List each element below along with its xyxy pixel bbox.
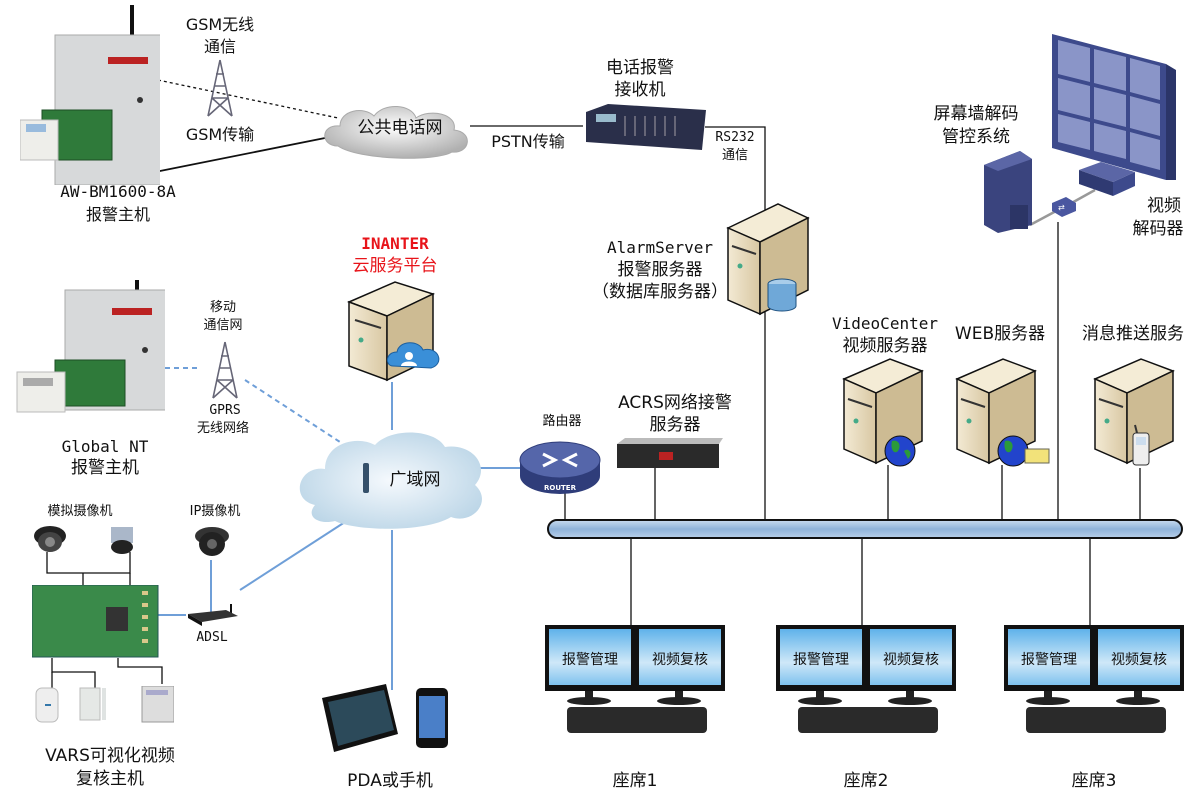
- gsm-title-line2: 通信: [203, 37, 236, 56]
- workstation-monitors-keyboard-icon: [545, 625, 725, 733]
- cloud-platform-line1: INANTER: [361, 234, 429, 253]
- alarm-host-1-label: 报警主机: [85, 205, 150, 224]
- router-device-text: ROUTER: [544, 484, 577, 492]
- analog-cameras-label: 模拟摄像机: [47, 504, 113, 519]
- wan-cloud-icon: [299, 432, 482, 529]
- gprs-title-line1: 移动: [209, 300, 236, 315]
- router-label: 路由器: [542, 414, 582, 429]
- screen-video-verify: 视频复核: [1111, 652, 1167, 668]
- vars-line1: VARS可视化视频: [45, 746, 175, 766]
- gsm-title-line1: GSM无线: [185, 15, 255, 34]
- acrs-rack-server-icon: [617, 438, 723, 468]
- alarm-server-line2: 报警服务器: [617, 260, 703, 280]
- video-decoder-icon: [1079, 162, 1135, 196]
- gsm-link-label: GSM传输: [185, 125, 255, 144]
- network-bus: [547, 519, 1183, 539]
- alarm-host-2: [15, 280, 178, 430]
- gprs-tower-icon: [212, 341, 238, 399]
- alarm-panel-icon: [19, 5, 181, 186]
- alarm-panel-icon: [16, 280, 178, 413]
- gprs-link-line2: 无线网络: [196, 421, 249, 436]
- wan-to-adsl: [239, 521, 346, 591]
- screen-video-verify: 视频复核: [883, 652, 939, 668]
- pstn-cloud-label: 公共电话网: [357, 118, 443, 138]
- analog-cam-links: [46, 552, 131, 574]
- sensor-devices-icon: [35, 686, 174, 723]
- gprs-link-2: [244, 379, 341, 443]
- screen-video-verify: 视频复核: [652, 652, 708, 668]
- phone-receiver-line1: 电话报警: [606, 58, 674, 78]
- screen-alarm-mgmt: 报警管理: [1021, 652, 1077, 668]
- gsm-solid-link: [154, 136, 331, 173]
- alarm-server-line3: （数据库服务器）: [592, 282, 728, 302]
- phone-receiver-line2: 接收机: [614, 80, 666, 100]
- videocenter-line2: 视频服务器: [842, 336, 928, 356]
- gsm-tower-icon: [207, 59, 233, 117]
- wall-mgmt-pc-icon: [984, 151, 1032, 233]
- ip-camera-icon: [195, 527, 229, 556]
- web-server-label: WEB服务器: [954, 324, 1046, 344]
- gprs-link-line1: GPRS: [209, 403, 241, 418]
- alarm-host-2-model: Global NT: [61, 437, 149, 456]
- ip-camera-label: IP摄像机: [189, 504, 241, 519]
- workstation-1[interactable]: 报警管理 视频复核: [545, 625, 725, 735]
- svg-text:⇄: ⇄: [1058, 203, 1065, 212]
- workstation-3-label: 座席3: [1071, 771, 1117, 791]
- cloud-platform-line2: 云服务平台: [352, 256, 438, 276]
- gprs-title-line2: 通信网: [203, 318, 243, 333]
- wall-mgmt-line2: 管控系统: [942, 127, 1010, 147]
- keypad-link: [117, 658, 163, 684]
- alarm-server-icon: [726, 203, 810, 316]
- web-server-icon: [955, 358, 1050, 467]
- alarm-server-line1: AlarmServer: [607, 238, 713, 257]
- pda-tablet-phone-icon: [322, 684, 448, 752]
- acrs-line2: 服务器: [649, 415, 701, 435]
- switch-icon: ⇄: [1052, 197, 1076, 217]
- pda-label: PDA或手机: [347, 771, 433, 791]
- videocenter-line1: VideoCenter: [832, 314, 938, 333]
- alarm-host-1-model: AW-BM1600-8A: [60, 182, 176, 201]
- pstn-cloud-icon: [324, 106, 468, 159]
- alarm-host-1: [19, 5, 181, 186]
- sensor-links: [51, 658, 96, 690]
- workstation-3[interactable]: 报警管理 视频复核: [1004, 625, 1184, 735]
- workstation-2-label: 座席2: [843, 771, 889, 791]
- vars-line2: 复核主机: [76, 769, 144, 789]
- workstation-monitors-keyboard-icon: [776, 625, 956, 733]
- alarm-host-2-label: 报警主机: [71, 458, 139, 478]
- acrs-line1: ACRS网络接警: [618, 393, 732, 413]
- phone-receiver-icon: [586, 104, 706, 150]
- workstation-monitors-keyboard-icon: [1004, 625, 1184, 733]
- cloud-platform-server-icon: [346, 281, 440, 382]
- screen-alarm-mgmt: 报警管理: [793, 652, 849, 668]
- rs232-line1: RS232: [715, 130, 755, 145]
- videocenter-server-icon: [842, 358, 924, 467]
- push-server-label: 消息推送服务: [1082, 324, 1184, 344]
- adsl-label: ADSL: [196, 630, 228, 645]
- rs232-link: [705, 126, 766, 210]
- decoder-line2: 解码器: [1132, 219, 1184, 239]
- router-icon: ROUTER: [519, 441, 601, 494]
- wan-cloud-label: 广域网: [389, 470, 441, 490]
- push-server-icon: [1093, 358, 1175, 466]
- adsl-modem-icon: [188, 604, 238, 626]
- wall-mgmt-line1: 屏幕墙解码: [933, 104, 1019, 124]
- video-wall-icon: [1052, 34, 1176, 180]
- rs232-line2: 通信: [721, 148, 748, 163]
- dome-camera-icon: [34, 526, 66, 552]
- decoder-line1: 视频: [1147, 196, 1181, 216]
- screen-alarm-mgmt: 报警管理: [562, 652, 618, 668]
- gsm-dotted-link: [157, 79, 339, 119]
- pstn-link-label: PSTN传输: [491, 132, 565, 151]
- vars-board-icon: [32, 585, 159, 658]
- workstation-2[interactable]: 报警管理 视频复核: [776, 625, 956, 735]
- workstation-1-label: 座席1: [612, 771, 658, 791]
- ptz-camera-icon: [111, 527, 133, 554]
